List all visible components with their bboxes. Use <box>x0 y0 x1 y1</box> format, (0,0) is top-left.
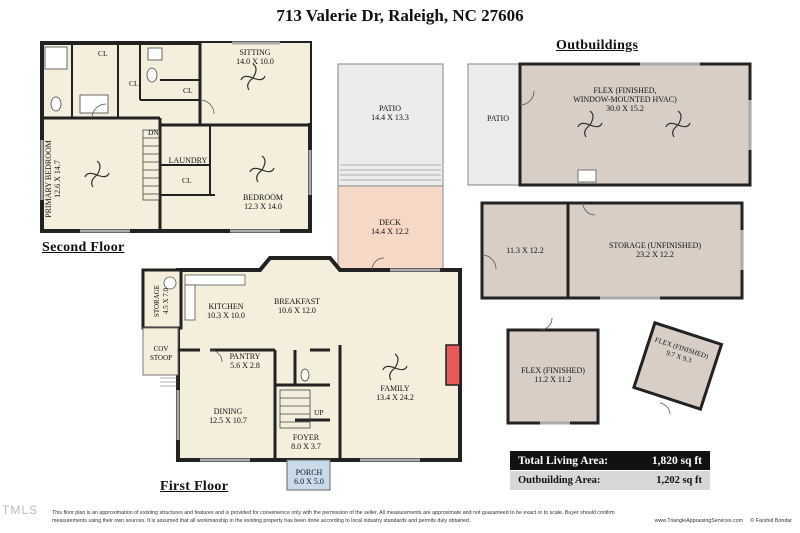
room-breakfast-dims: 10.6 X 12.0 <box>278 306 316 315</box>
outbuilding-area-label: Outbuilding Area: <box>518 475 601 486</box>
room-dining: DINING 12.5 X 10.7 <box>198 407 258 425</box>
room-flex-hvac: FLEX (FINISHED, WINDOW-MOUNTED HVAC) 30.… <box>570 86 680 113</box>
room-patio-name: PATIO <box>379 104 401 113</box>
room-primary-bedroom-dims: 12.6 X 14.7 <box>53 160 62 198</box>
room-flex-1-name: FLEX (FINISHED) <box>521 366 585 375</box>
stairs-down-label: DN <box>148 128 159 137</box>
total-living-value: 1,820 sq ft <box>651 454 702 467</box>
room-laundry: LAUNDRY <box>168 156 208 165</box>
room-porch-dims: 6.0 X 5.0 <box>294 477 324 486</box>
room-dining-dims: 12.5 X 10.7 <box>209 416 247 425</box>
room-porch-name: PORCH <box>295 468 323 477</box>
area-totals: Total Living Area: 1,820 sq ft Outbuildi… <box>510 451 710 490</box>
room-pantry: PANTRY 5.6 X 2.8 <box>220 352 270 370</box>
room-family-dims: 13.4 X 24.2 <box>376 393 414 402</box>
page-title: 713 Valerie Dr, Raleigh, NC 27606 <box>276 6 524 25</box>
outbuilding-area-value: 1,202 sq ft <box>656 475 702 486</box>
room-kitchen: KITCHEN 10.3 X 10.0 <box>198 302 254 320</box>
website-link[interactable]: www.TriangleAppraisingServices.com <box>654 518 744 524</box>
room-outbuilding-storage-name: STORAGE (UNFINISHED) <box>608 241 702 250</box>
outbuildings-plan <box>467 62 752 425</box>
room-breakfast: BREAKFAST 10.6 X 12.0 <box>262 297 332 315</box>
closet-label: CL <box>129 79 139 88</box>
room-storage: STORAGE 4.5 X 7.0 <box>153 277 171 325</box>
room-kitchen-name: KITCHEN <box>208 302 244 311</box>
room-cov-stoop: COV STOOP <box>149 345 173 362</box>
room-foyer-dims: 8.0 X 3.7 <box>291 442 321 451</box>
ceiling-fan-icon <box>84 63 275 188</box>
room-foyer: FOYER 8.0 X 3.7 <box>283 433 329 451</box>
second-floor-heading: Second Floor <box>42 240 125 255</box>
total-living-label: Total Living Area: <box>518 454 609 467</box>
disclaimer-line1: This floor plan is an approximation of e… <box>52 510 615 516</box>
room-flex-hvac-name2: WINDOW-MOUNTED HVAC) <box>573 95 677 104</box>
total-living-row: Total Living Area: 1,820 sq ft <box>510 451 710 470</box>
room-flex-hvac-name: FLEX (FINISHED, <box>593 86 657 95</box>
ceiling-fan-icon <box>577 110 691 138</box>
disclaimer-line2: measurements using their own sources. It… <box>52 518 471 524</box>
room-sitting-dims: 14.0 X 10.0 <box>236 57 274 66</box>
closet-label: CL <box>98 49 108 58</box>
room-bedroom-name: BEDROOM <box>242 193 283 202</box>
room-kitchen-dims: 10.3 X 10.0 <box>207 311 245 320</box>
room-sitting: SITTING 14.0 X 10.0 <box>225 48 285 66</box>
room-deck-name: DECK <box>379 218 401 227</box>
room-pantry-dims: 5.6 X 2.8 <box>230 361 260 370</box>
stairs-up-label: UP <box>314 408 324 417</box>
room-patio: PATIO 14.4 X 13.3 <box>355 104 425 122</box>
room-porch: PORCH 6.0 X 5.0 <box>286 468 332 486</box>
room-family: FAMILY 13.4 X 24.2 <box>360 384 430 402</box>
outbuildings-heading: Outbuildings <box>556 38 639 53</box>
room-foyer-name: FOYER <box>292 433 320 442</box>
room-family-name: FAMILY <box>380 384 410 393</box>
first-floor-plan <box>141 63 462 491</box>
room-bedroom: BEDROOM 12.3 X 14.0 <box>228 193 298 211</box>
room-pantry-name: PANTRY <box>229 352 261 361</box>
room-outbuilding-storage-dims: 23.2 X 12.2 <box>636 250 674 259</box>
room-storage-dims: 4.5 X 7.0 <box>162 287 170 315</box>
first-floor-heading: First Floor <box>160 479 229 494</box>
room-flex-1: FLEX (FINISHED) 11.2 X 11.2 <box>513 366 593 384</box>
room-breakfast-name: BREAKFAST <box>273 297 321 306</box>
room-primary-bedroom-name: PRIMARY BEDROOM <box>44 140 53 218</box>
room-outbuilding-storage: STORAGE (UNFINISHED) 23.2 X 12.2 <box>600 241 710 259</box>
room-flex-hvac-dims: 30.0 X 15.2 <box>606 104 644 113</box>
ceiling-fan-icon <box>382 353 408 381</box>
room-primary-bedroom: PRIMARY BEDROOM 12.6 X 14.7 <box>44 124 62 234</box>
room-deck: DECK 14.4 X 12.2 <box>355 218 425 236</box>
room-storage-name: STORAGE <box>153 284 161 318</box>
room-small-outbuilding: 11.3 X 12.2 <box>506 246 544 255</box>
disclaimer: This floor plan is an approximation of e… <box>52 509 792 525</box>
room-flex-1-dims: 11.2 X 11.2 <box>534 375 572 384</box>
copyright: © Farshid Bondar <box>750 518 792 524</box>
outbuilding-area-row: Outbuilding Area: 1,202 sq ft <box>510 471 710 490</box>
room-patio-dims: 14.4 X 13.3 <box>371 113 409 122</box>
room-bedroom-dims: 12.3 X 14.0 <box>244 202 282 211</box>
second-floor-plan <box>40 41 312 233</box>
room-deck-dims: 14.4 X 12.2 <box>371 227 409 236</box>
room-dining-name: DINING <box>213 407 243 416</box>
mls-logo: TMLS <box>2 503 39 517</box>
room-outbuilding-patio: PATIO <box>487 114 509 123</box>
closet-label: CL <box>182 176 192 185</box>
closet-label: CL <box>183 86 193 95</box>
room-sitting-name: SITTING <box>239 48 271 57</box>
